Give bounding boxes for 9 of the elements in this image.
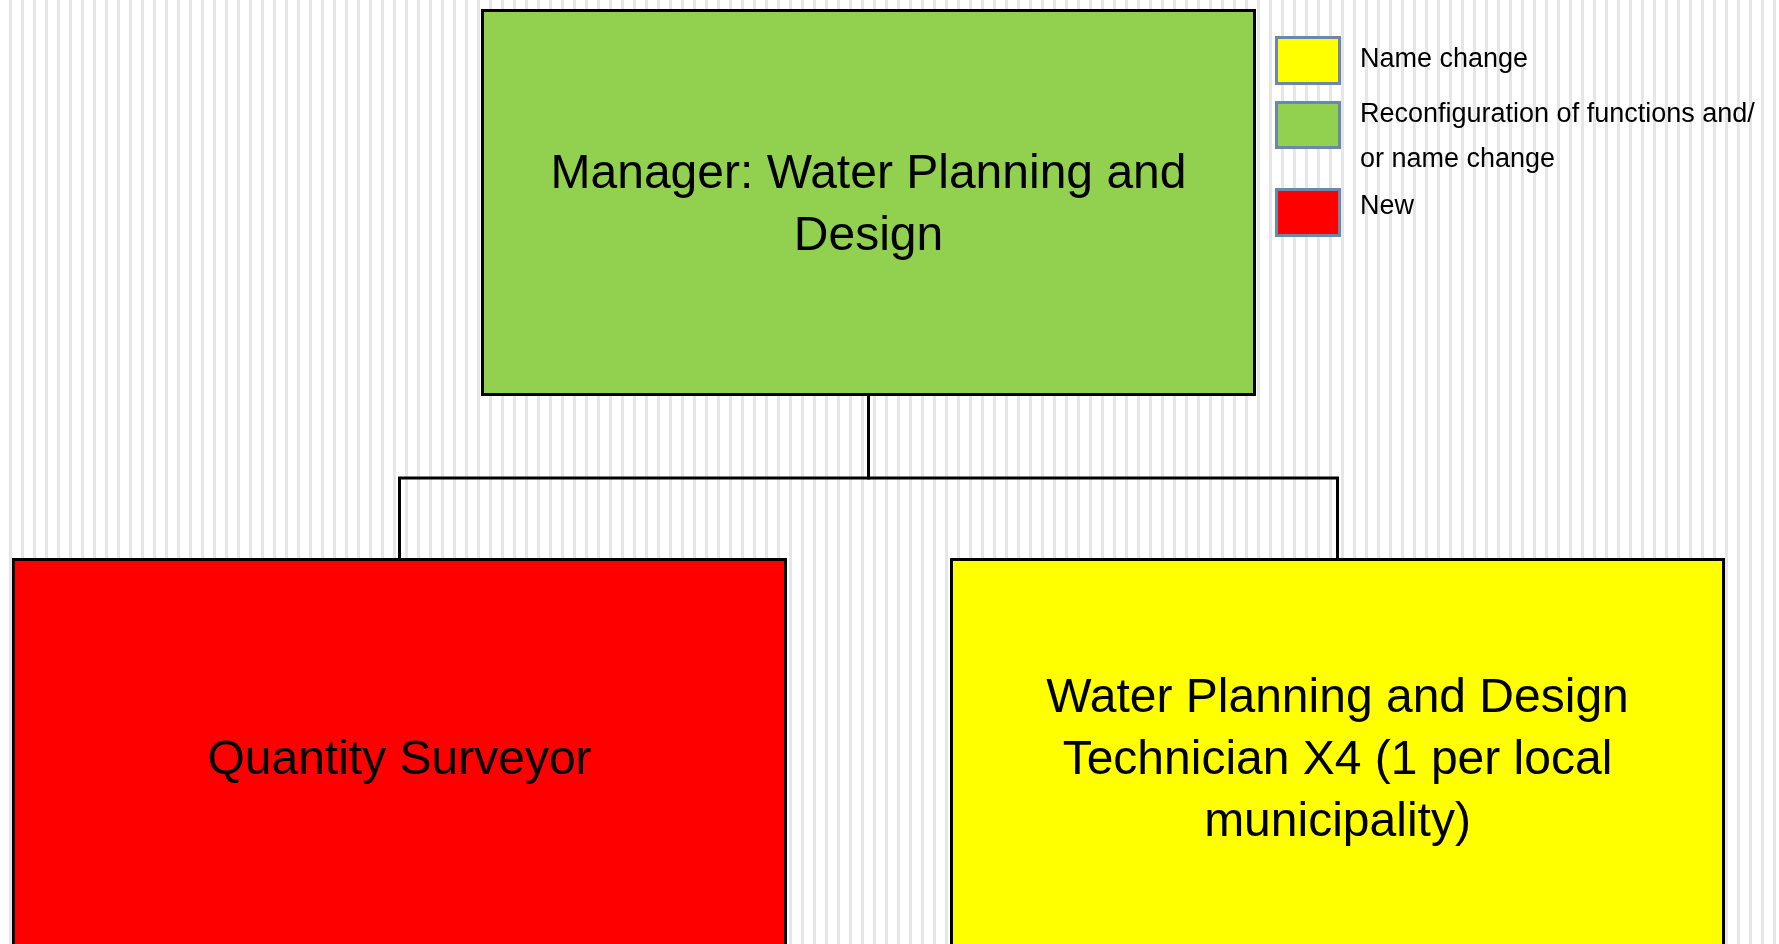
box-label: Quantity Surveyor: [207, 730, 592, 786]
org-box: [481, 9, 1256, 396]
legend-label: New: [1360, 189, 1415, 222]
legend-label: Reconfiguration of functions and/ or name change: [1360, 97, 1756, 175]
org-box: [950, 558, 1725, 944]
box-label: Water Planning and Design Technician X4 (1 per local municipality): [1045, 668, 1630, 848]
org-box: [12, 558, 787, 944]
box-label: Manager: Water Planning and Design: [549, 143, 1188, 262]
legend-label: Name change: [1360, 42, 1530, 75]
